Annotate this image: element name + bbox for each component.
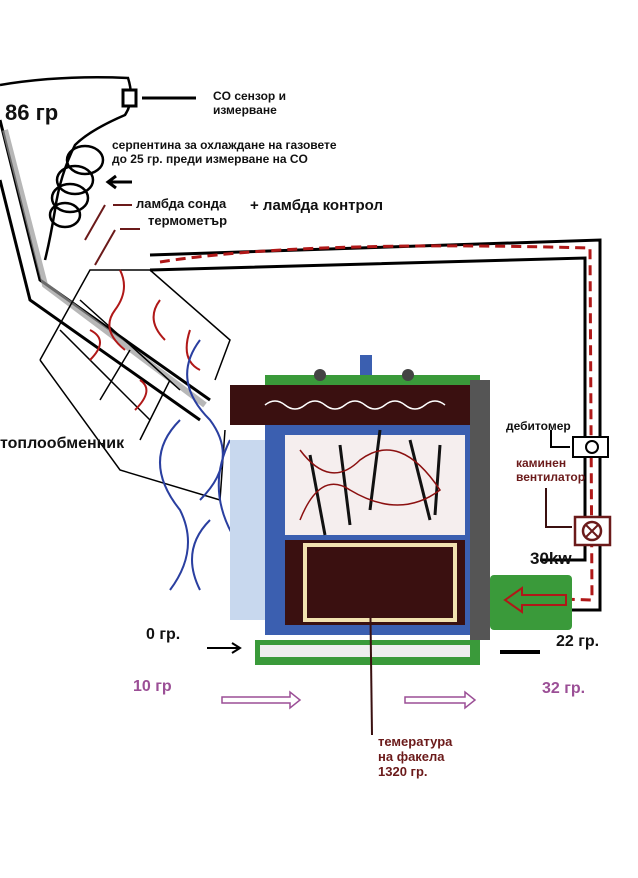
cooling-coil: [48, 144, 105, 229]
water-arrow-1: [221, 690, 302, 710]
water-out-temp: 32 гр.: [542, 680, 586, 697]
water-in-temp: 10 гр: [133, 678, 172, 695]
air-in-arrow: [207, 642, 242, 654]
co-sensor-line-1: CO сензор и: [213, 89, 286, 103]
coil-label: серпентина за охлаждане на газовете до 2…: [112, 138, 337, 167]
flue-gas-swirls: [89, 269, 201, 411]
flue-return-flow: [159, 244, 594, 602]
flame-temp-label: темература на факела 1320 гр.: [378, 734, 453, 780]
cold-air-swirls: [159, 339, 251, 591]
lambda-control-label: + ламбда контрол: [250, 197, 383, 214]
inlet-air-temp: 0 гр.: [146, 626, 181, 643]
chimney-fan-line-2: вентилатор: [516, 469, 586, 484]
sensor-tube: [0, 76, 133, 261]
air-intake-arrow: [503, 586, 567, 614]
lambda-probe-label: ламбда сонда: [136, 196, 227, 211]
flue-temp-label: 86 гр: [5, 100, 59, 125]
co-sensor-line-2: измерване: [213, 102, 277, 117]
co-sensor-label: CO сензор и измерване: [213, 89, 286, 118]
flow-meter-label: дебитомер: [506, 419, 571, 433]
boiler: [230, 355, 490, 665]
heat-exchanger-label: топлообменник: [0, 435, 125, 452]
power-label: 30kw: [530, 549, 572, 568]
chimney-fan-line-1: каминен: [516, 456, 567, 470]
flow-meter: [572, 436, 609, 458]
flame-temp-line-3: 1320 гр.: [378, 763, 428, 779]
chimney-fan-label: каминен вентилатор: [516, 456, 586, 485]
outlet-air-temp: 22 гр.: [556, 633, 600, 650]
coil-arrow: [105, 174, 132, 190]
flame-temp-line-2: на факела: [378, 748, 445, 764]
coil-line-2: до 25 гр. преди измерване на CO: [112, 151, 308, 166]
burner: [490, 575, 572, 630]
water-arrow-2: [404, 690, 477, 710]
flame-temp-line-1: темература: [378, 734, 453, 749]
co-sensor-box: [121, 88, 138, 108]
coil-line-1: серпентина за охлаждане на газовете: [112, 138, 337, 152]
thermometer-label: термометър: [148, 213, 228, 228]
